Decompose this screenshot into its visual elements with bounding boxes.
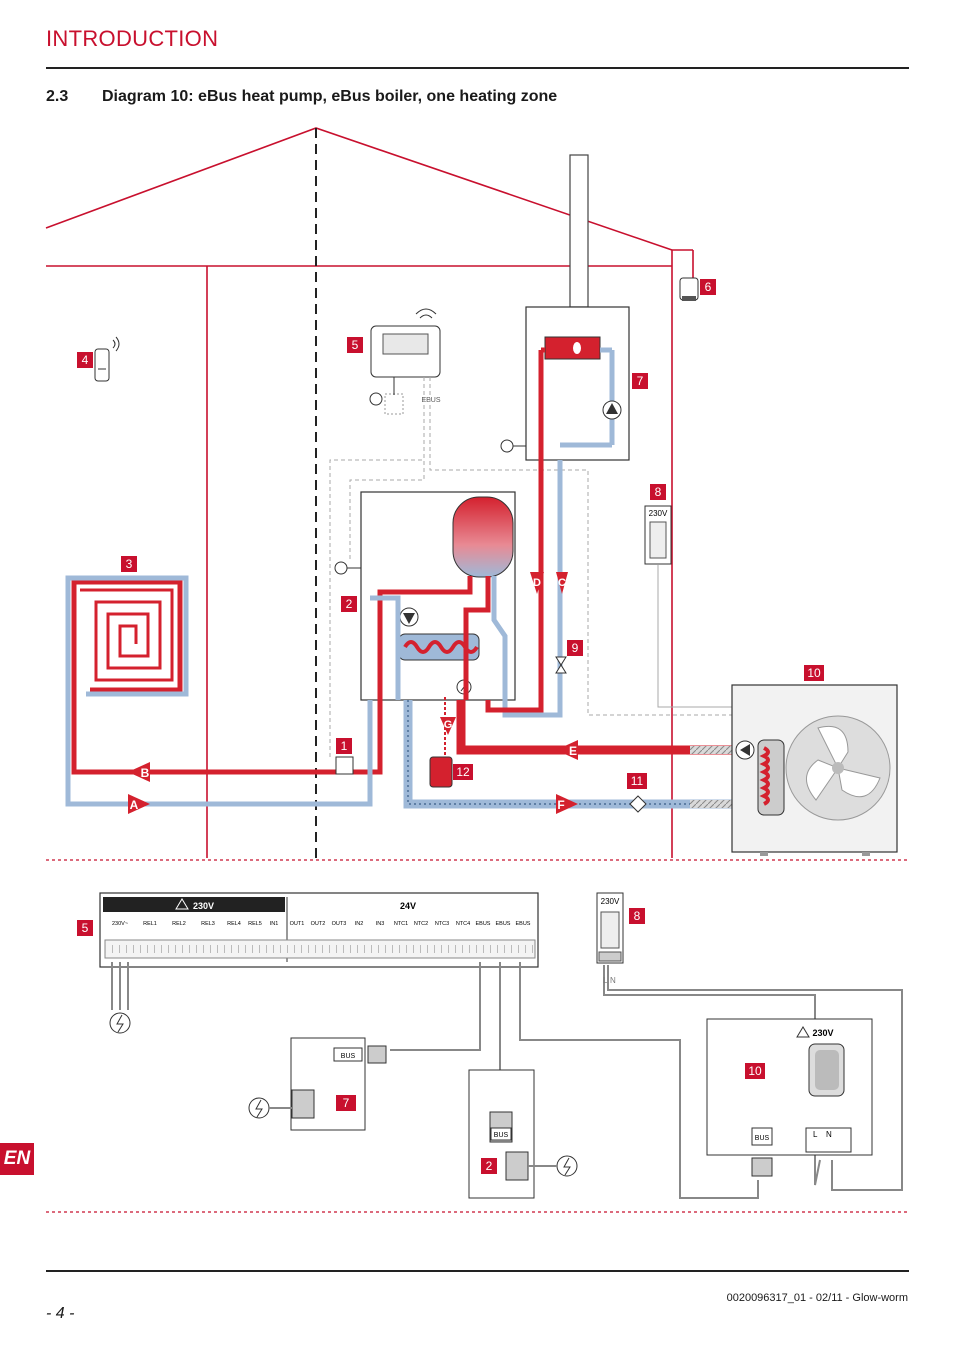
terminal-in3: IN3 [376, 921, 385, 927]
callout-7: 7 [637, 374, 644, 388]
power-supply-icon [500, 439, 514, 453]
terminal-ntc3: NTC3 [435, 921, 449, 927]
language-tab: EN [0, 1143, 34, 1175]
wiring-cables [111, 962, 903, 1199]
terminal-out2: OUT2 [311, 921, 326, 927]
document-reference: 0020096317_01 - 02/11 - Glow-worm [726, 1292, 908, 1304]
callout-12: 12 [456, 765, 470, 779]
header-rule [46, 67, 909, 69]
house-outline [45, 127, 694, 858]
terminal-ntc1: NTC1 [394, 921, 408, 927]
callout-5: 5 [352, 338, 359, 352]
flame-icon [573, 342, 581, 354]
callout-9: 9 [572, 641, 579, 655]
strip-230v-label: 230V [193, 901, 214, 911]
page-number: - 4 - [46, 1305, 75, 1322]
callout-1: 1 [341, 739, 348, 753]
terminal-230v: 230V~ [112, 921, 128, 927]
section-number: 2.3 [46, 88, 69, 105]
system-controller: EBUS [349, 308, 732, 716]
terminal-rel4: REL4 [227, 921, 241, 927]
terminal-ebus-1: EBUS [476, 921, 491, 927]
terminal-in1: IN1 [270, 921, 279, 927]
boiler-flue [569, 154, 589, 308]
terminal-rel3: REL3 [201, 921, 215, 927]
terminal-out3: OUT3 [332, 921, 347, 927]
boiler-bus-label: BUS [341, 1053, 356, 1060]
callout-7-wiring: 7 [343, 1096, 350, 1110]
callout-2-wiring: 2 [486, 1159, 493, 1173]
heat-pump-bus-label: BUS [755, 1135, 770, 1142]
flow-letter-a: A [130, 798, 139, 812]
footer-rule [46, 1270, 909, 1272]
heat-pump-n-label: N [826, 1130, 832, 1139]
terminal-rel5: REL5 [248, 921, 262, 927]
strip-24v-label: 24V [400, 901, 416, 911]
flow-letter-b: B [141, 766, 150, 780]
controller-terminal-strip: 230V 24V 230V~ REL1 REL2 REL3 REL4 REL5 … [99, 892, 539, 968]
terminal-in2: IN2 [355, 921, 364, 927]
callout-2: 2 [346, 597, 353, 611]
terminal-out1: OUT1 [290, 921, 305, 927]
flow-letter-c: C [558, 577, 566, 589]
heat-pump-wiring-box: 230V BUS L N 10 [706, 1018, 873, 1177]
callout-8: 8 [655, 485, 662, 499]
page-header-title: INTRODUCTION [46, 26, 219, 51]
electrical-box-wiring: 230V L N 8 [596, 892, 645, 985]
callout-10: 10 [807, 666, 821, 680]
flow-letter-g: G [444, 719, 453, 731]
station-wiring-box: BUS 2 [468, 1069, 578, 1199]
station-bus-label: BUS [494, 1132, 509, 1139]
callouts-top: 1 2 3 4 5 6 7 8 9 10 11 12 [77, 279, 824, 789]
boiler [500, 306, 630, 461]
section-title: Diagram 10: eBus heat pump, eBus boiler,… [102, 88, 558, 105]
ebus-label: EBUS [421, 397, 440, 404]
callout-8-wiring: 8 [634, 909, 641, 923]
terminal-ntc2: NTC2 [414, 921, 428, 927]
terminal-ebus-2: EBUS [496, 921, 511, 927]
heat-pump-outdoor-unit [731, 684, 898, 856]
flow-letter-e: E [569, 744, 577, 758]
section-heading: 2.3 Diagram 10: eBus heat pump, eBus boil… [46, 88, 557, 106]
wire-n-label: N [610, 976, 616, 985]
callout-10-wiring: 10 [748, 1064, 762, 1078]
callout-4: 4 [82, 353, 89, 367]
wiring-box-230v-label: 230V [601, 897, 620, 906]
boiler-wiring-box: BUS 7 [248, 1037, 387, 1131]
flow-letter-d: D [533, 577, 541, 589]
callout-3: 3 [126, 557, 133, 571]
heat-pump-l-label: L [813, 1130, 818, 1139]
electrical-box-top: 230V [644, 505, 672, 565]
terminal-rel2: REL2 [172, 921, 186, 927]
expansion-vessel [429, 756, 453, 788]
wireless-room-unit [94, 336, 120, 382]
flow-letter-f: F [557, 798, 564, 812]
terminal-ebus-3: EBUS [516, 921, 531, 927]
flow-markers: B A C D E F G [128, 572, 578, 814]
heat-pump-230v-label: 230V [812, 1028, 833, 1038]
heating-pipes [65, 460, 736, 809]
callout-5-wiring: 5 [82, 921, 89, 935]
pipe-sensor-box [329, 459, 424, 775]
terminal-rel1: REL1 [143, 921, 157, 927]
controller-power-supply [109, 1012, 131, 1034]
box-230v-label: 230V [649, 509, 668, 518]
callout-11: 11 [631, 774, 644, 788]
outdoor-sensor [679, 277, 699, 301]
callout-6: 6 [705, 280, 712, 294]
wire-l-label: L [603, 976, 608, 985]
callout-5-wiring-box [77, 920, 93, 936]
valves [429, 656, 647, 813]
terminal-ntc4: NTC4 [456, 921, 470, 927]
